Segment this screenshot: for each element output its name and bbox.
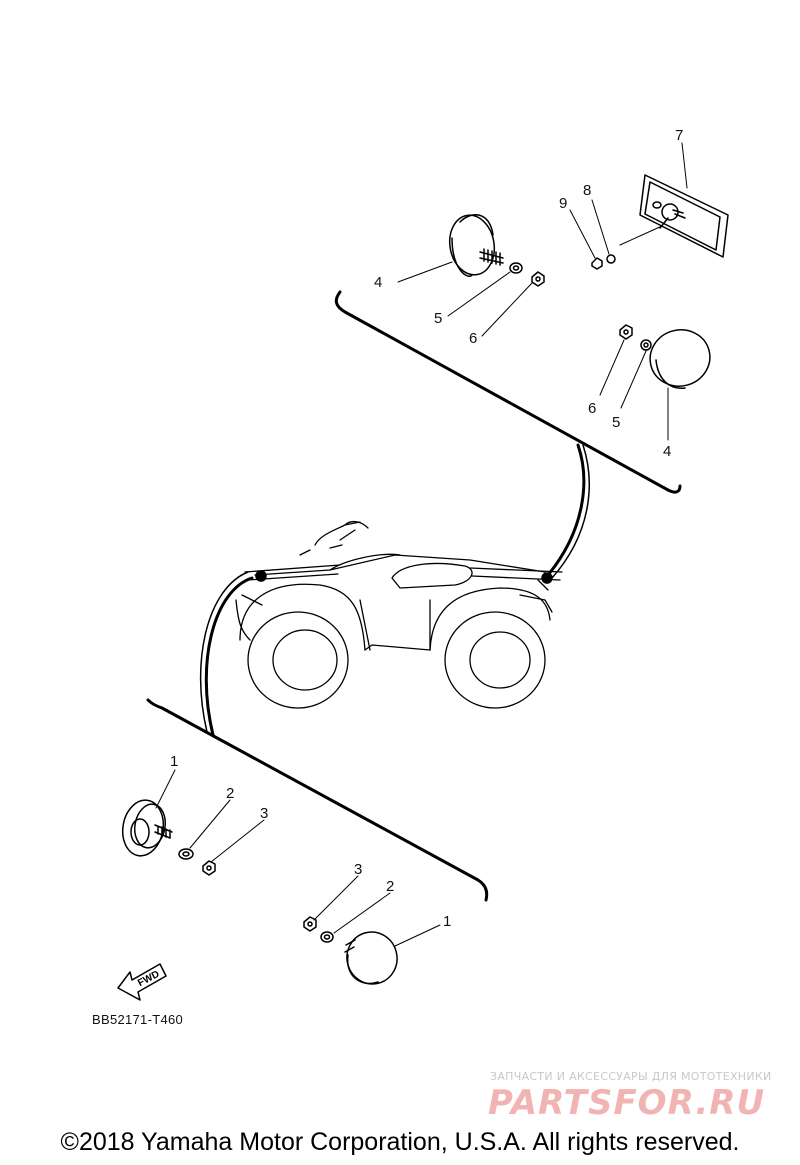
callout-2-front-right: 2: [386, 878, 394, 895]
callout-6-rear-left: 6: [469, 330, 477, 347]
rear-plate-reflector: [639, 174, 729, 258]
callout-9: 9: [559, 195, 567, 212]
fwd-arrow-icon: [117, 963, 167, 1001]
callout-6-rear-right: 6: [588, 400, 596, 417]
washer-2-front-left: [178, 848, 194, 860]
nut-3-front-left: [202, 860, 216, 876]
rear-reflector-left: [448, 214, 504, 277]
watermark-logo: PARTSFOR.RU: [488, 1083, 766, 1123]
front-leader-loop: [204, 576, 254, 737]
rear-leader-loop: [546, 443, 586, 577]
front-section-bracket: [146, 698, 489, 902]
figure-code: BB52171-T460: [92, 1012, 184, 1027]
callout-5-rear-left: 5: [434, 310, 442, 327]
rear-reflector-right: [649, 329, 711, 389]
callout-1-front-left: 1: [170, 753, 178, 770]
callout-4-rear-right: 4: [663, 443, 671, 460]
nut-6-rear-right: [619, 324, 633, 340]
washer-8: [606, 254, 616, 264]
rear-reflector-location-dot: [541, 572, 553, 584]
watermark-tagline: ЗАПЧАСТИ И АКСЕССУАРЫ ДЛЯ МОТОТЕХНИКИ: [490, 1070, 772, 1083]
callout-5-rear-right: 5: [612, 414, 620, 431]
washer-5-rear-right: [640, 339, 652, 351]
nut-3-front-right: [303, 916, 317, 932]
callout-4-rear-left: 4: [374, 274, 382, 291]
callout-7: 7: [675, 127, 683, 144]
front-reflector-location-dot: [255, 570, 267, 582]
callout-3-front-left: 3: [260, 805, 268, 822]
callout-3-front-right: 3: [354, 861, 362, 878]
rear-section-bracket: [334, 290, 682, 494]
copyright-notice: ©2018 Yamaha Motor Corporation, U.S.A. A…: [60, 1128, 740, 1156]
washer-2-front-right: [320, 931, 334, 943]
washer-5-rear-left: [509, 262, 523, 274]
nut-6-rear-left: [531, 271, 545, 287]
nut-9: [591, 257, 603, 270]
callout-8: 8: [583, 182, 591, 199]
front-reflector-right: [344, 931, 398, 985]
callout-1-front-right: 1: [443, 913, 451, 930]
atv-illustration: [235, 520, 563, 709]
front-reflector-left: [121, 799, 173, 857]
callout-2-front-left: 2: [226, 785, 234, 802]
